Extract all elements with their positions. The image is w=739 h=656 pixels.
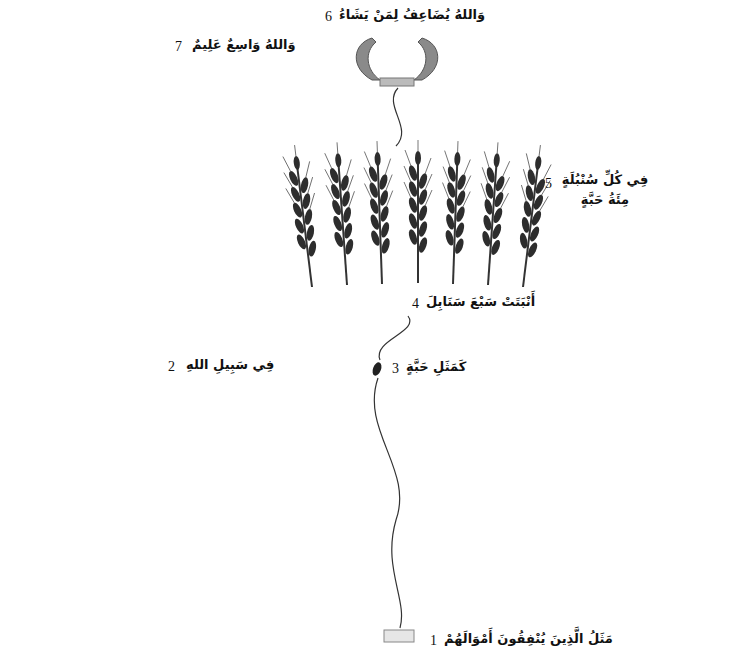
callout-number: 7 xyxy=(175,38,182,56)
verse-text: كَمَثَلِ حَبَّةٍ xyxy=(406,357,466,377)
callout-number: 5 xyxy=(545,175,552,193)
callout-number: 2 xyxy=(168,358,175,376)
callout-number: 3 xyxy=(392,360,399,378)
verse-text: فِي سَبِيلِ اللهِ xyxy=(186,355,274,375)
callout-number: 1 xyxy=(430,632,437,650)
verse-text: أَنْبَتَتْ سَبْعَ سَنَابِلَ xyxy=(426,292,535,312)
verse-text: وَاللهُ وَاسِعٌ عَلِيمٌ xyxy=(192,35,296,55)
verse-text: مَثَلُ الَّذِينَ يُنْفِقُونَ أَمْوَالَهُ… xyxy=(444,629,613,649)
callout-number: 6 xyxy=(325,8,332,26)
verse-text: وَاللهُ يُضَاعِفُ لِمَنْ يَشَاءُ xyxy=(339,5,485,25)
verse-text: فِي كُلِّ سُنْبُلَةٍ مِئَةُ حَبَّةٍ xyxy=(560,170,650,209)
callout-number: 4 xyxy=(412,295,419,313)
